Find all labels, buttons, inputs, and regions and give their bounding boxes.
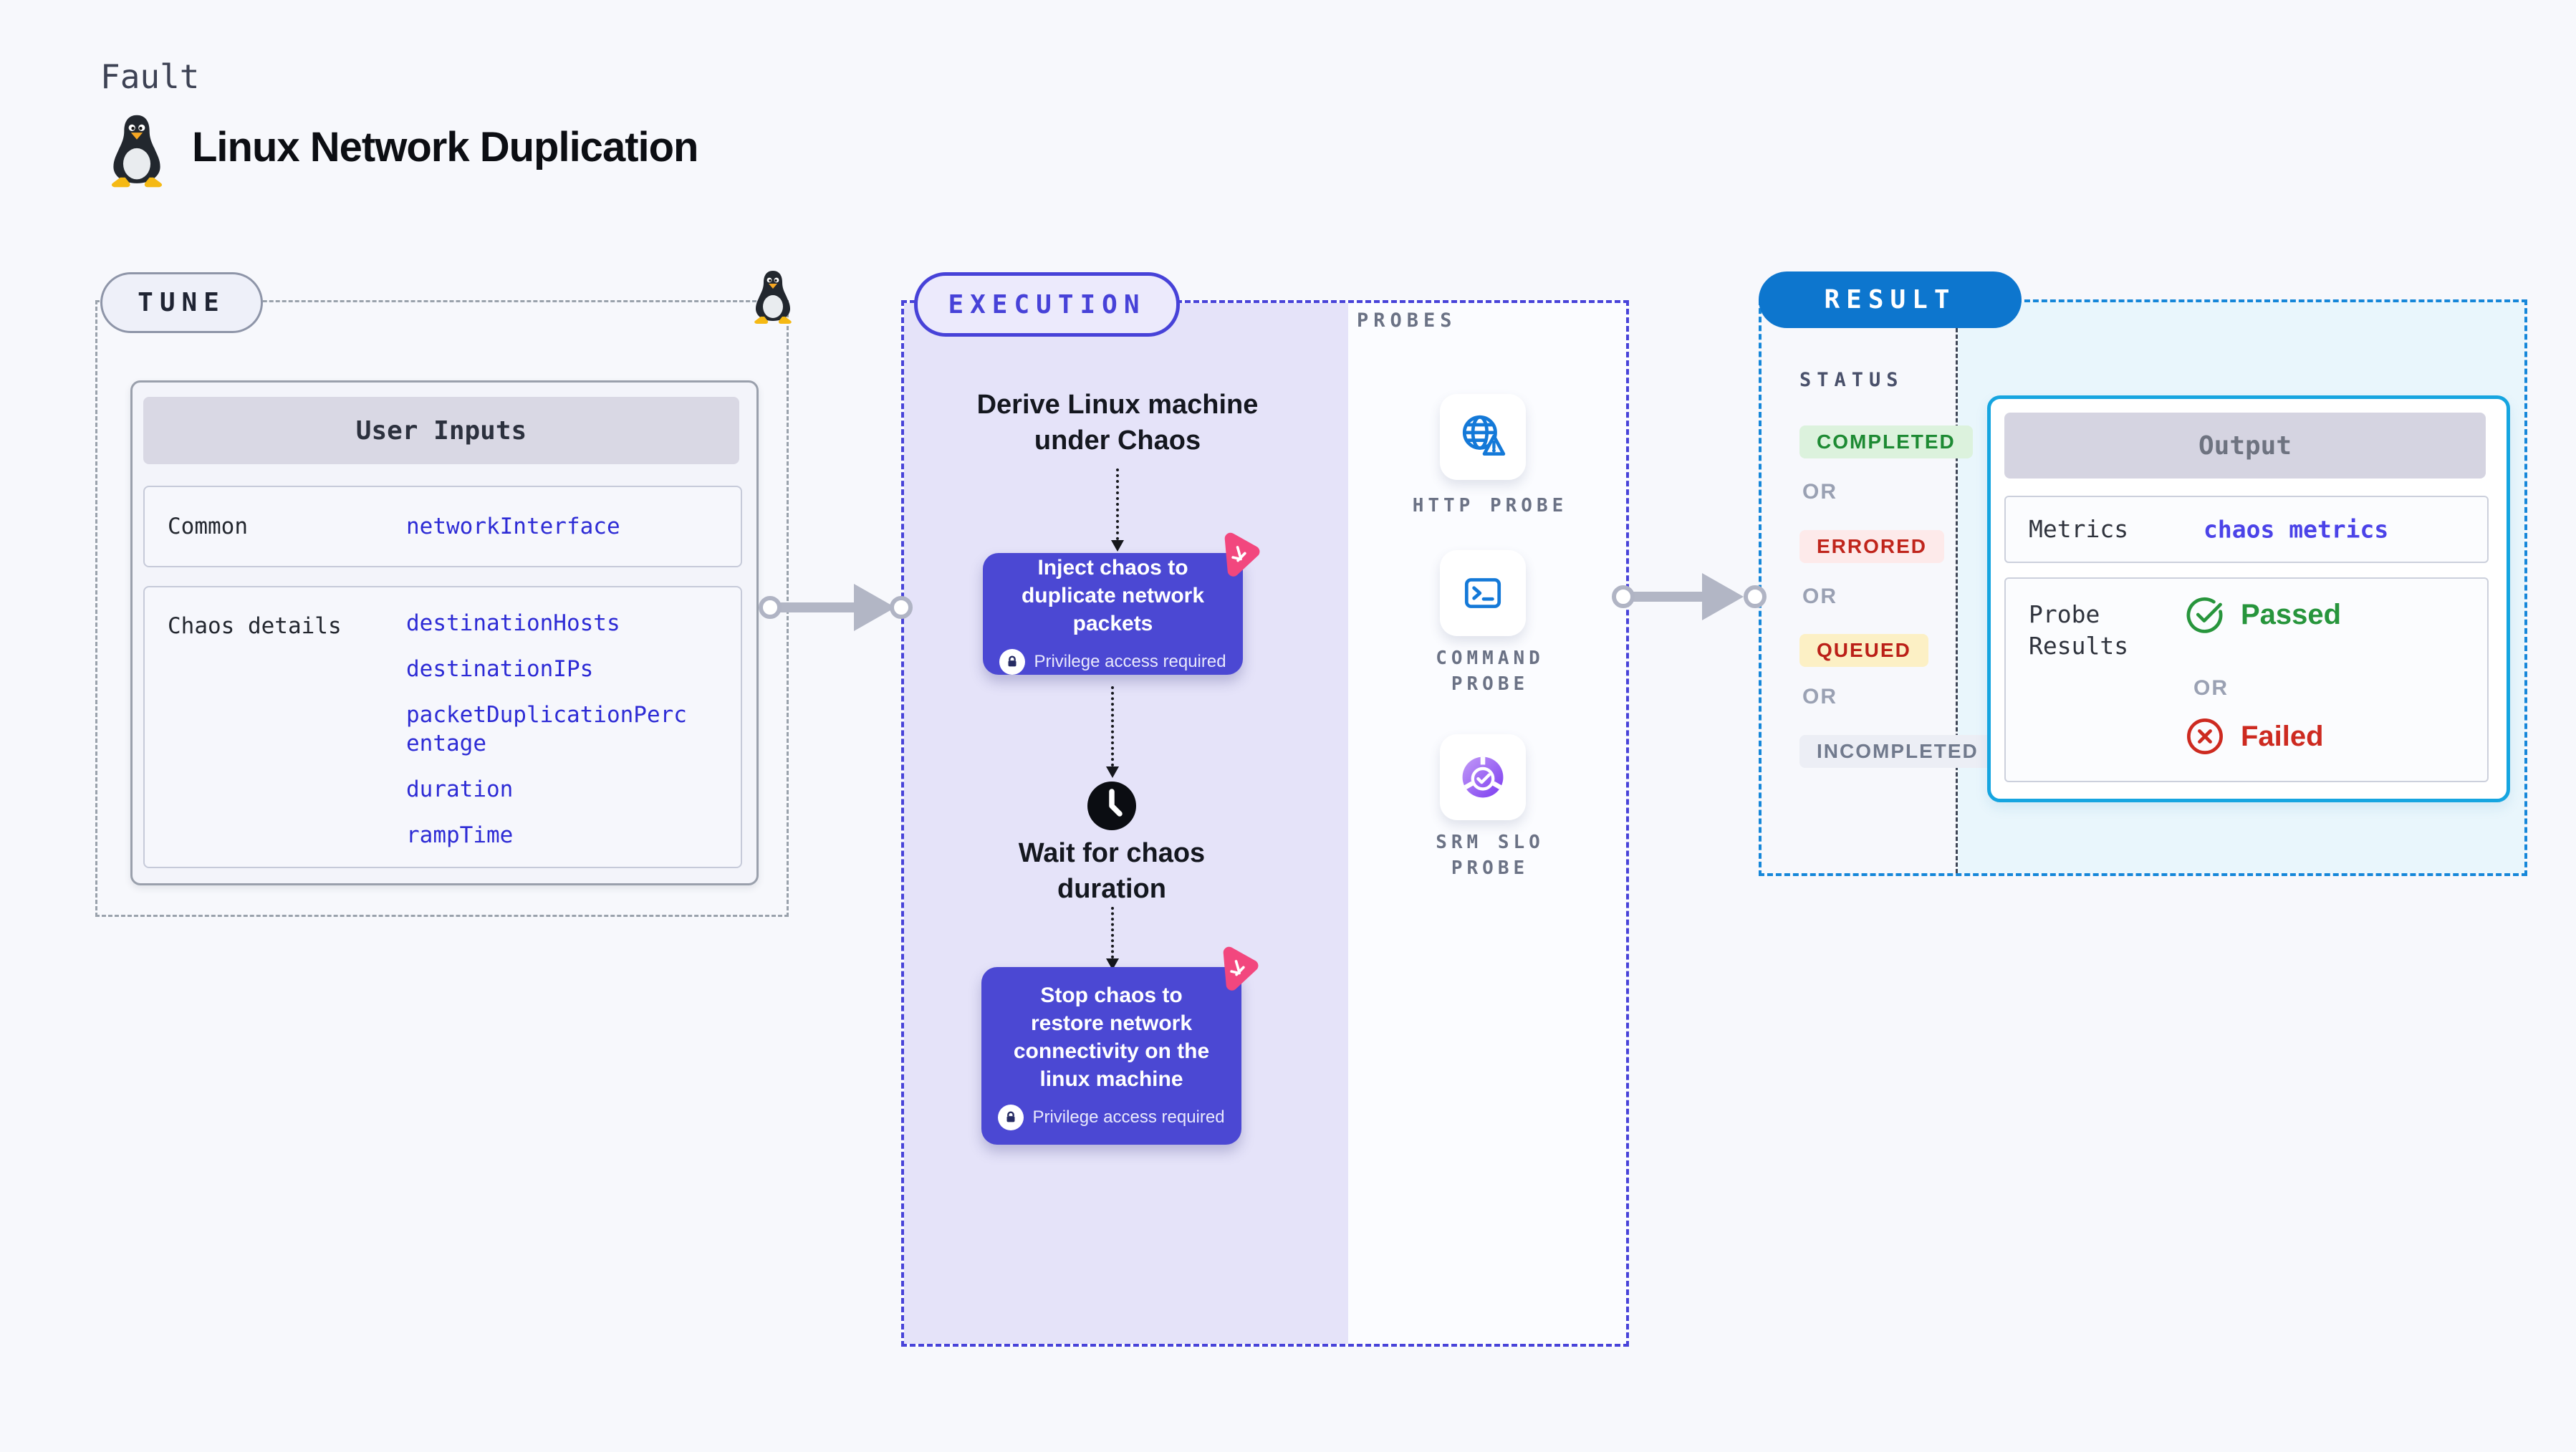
row-values: destinationHosts destinationIPs packetDu… bbox=[406, 609, 700, 850]
privilege-label: Privilege access required bbox=[1032, 1107, 1225, 1127]
or-label: OR bbox=[1802, 685, 1837, 708]
metrics-value: chaos metrics bbox=[2203, 515, 2389, 544]
row-value: networkInterface bbox=[406, 514, 620, 539]
flow-arrow-down bbox=[1106, 686, 1119, 778]
or-label: OR bbox=[1802, 585, 1837, 608]
page-title: Linux Network Duplication bbox=[192, 124, 698, 170]
connector-arrowhead bbox=[854, 584, 895, 631]
row-value: rampTime bbox=[406, 822, 514, 848]
result-pill-label: RESULT bbox=[1824, 285, 1956, 314]
fault-kicker: Fault bbox=[100, 57, 200, 96]
srm-slo-probe-card bbox=[1440, 734, 1526, 820]
status-badge-incompleted: INCOMPLETED bbox=[1799, 735, 1996, 768]
status-badge-completed: COMPLETED bbox=[1799, 425, 1973, 458]
lock-icon bbox=[999, 648, 1026, 675]
stop-chaos-node: Stop chaos to restore network connectivi… bbox=[981, 967, 1241, 1145]
inject-chaos-node: Inject chaos to duplicate network packet… bbox=[983, 553, 1243, 675]
failed-label: Failed bbox=[2241, 720, 2324, 752]
row-label: Chaos details bbox=[168, 613, 342, 639]
probe-results-row: Probe Results Passed OR Failed bbox=[2004, 577, 2489, 782]
result-divider bbox=[1956, 302, 1958, 873]
row-label: Common bbox=[168, 514, 248, 539]
step-wait-label: Wait for chaos duration bbox=[1018, 838, 1206, 904]
probes-label: PROBES bbox=[1357, 309, 1457, 332]
failed-result: Failed bbox=[2185, 716, 2324, 756]
command-probe-label: COMMAND PROBE bbox=[1436, 648, 1544, 695]
tux-icon bbox=[111, 115, 163, 188]
table-row-common: Common networkInterface bbox=[143, 486, 742, 567]
row-value: destinationHosts bbox=[406, 610, 620, 636]
status-badge-errored: ERRORED bbox=[1799, 530, 1945, 563]
terminal-icon bbox=[1464, 578, 1501, 608]
metrics-label: Metrics bbox=[2029, 515, 2129, 543]
privilege-row: Privilege access required bbox=[999, 648, 1226, 675]
probe-results-label: Probe Results bbox=[2029, 600, 2129, 660]
tux-icon-small bbox=[754, 271, 792, 324]
flow-arrow-down bbox=[1106, 907, 1119, 970]
wait-clock-icon bbox=[1087, 782, 1136, 830]
connector-line bbox=[777, 602, 862, 612]
http-probe-card bbox=[1440, 394, 1526, 480]
lock-icon bbox=[998, 1105, 1024, 1130]
connector-dot bbox=[1744, 585, 1767, 608]
x-circle-icon bbox=[2187, 718, 2223, 754]
connector-arrowhead bbox=[1702, 573, 1744, 620]
user-inputs-header: User Inputs bbox=[143, 397, 739, 464]
table-row-chaos-details: Chaos details destinationHosts destinati… bbox=[143, 586, 742, 868]
chaos-badge-icon bbox=[1223, 946, 1259, 991]
connector-dot bbox=[890, 596, 913, 619]
metrics-row: Metrics chaos metrics bbox=[2004, 496, 2489, 563]
inject-chaos-label: Inject chaos to duplicate network packet… bbox=[1021, 555, 1205, 635]
connector-line bbox=[1630, 592, 1711, 602]
or-label: OR bbox=[1802, 480, 1837, 504]
row-value: destinationIPs bbox=[406, 656, 594, 682]
execution-pill-label: EXECUTION bbox=[948, 289, 1146, 319]
privilege-label: Privilege access required bbox=[1034, 651, 1226, 671]
passed-label: Passed bbox=[2241, 598, 2342, 630]
globe-alert-icon bbox=[1462, 415, 1506, 456]
command-probe-card bbox=[1440, 550, 1526, 636]
flow-arrow-down bbox=[1111, 468, 1124, 552]
tune-pill: TUNE bbox=[100, 272, 263, 333]
connector-dot bbox=[1612, 585, 1635, 608]
http-probe-label: HTTP PROBE bbox=[1412, 495, 1568, 516]
step-derive-label: Derive Linux machine under Chaos bbox=[976, 390, 1259, 456]
srm-slo-probe-label: SRM SLO PROBE bbox=[1436, 832, 1544, 879]
result-pill: RESULT bbox=[1759, 271, 2022, 328]
check-circle-icon bbox=[2186, 597, 2223, 633]
output-header: Output bbox=[2004, 413, 2486, 479]
tune-pill-label: TUNE bbox=[138, 288, 226, 317]
privilege-row: Privilege access required bbox=[998, 1105, 1225, 1130]
slo-gauge-icon bbox=[1462, 756, 1504, 798]
row-value: duration bbox=[406, 777, 514, 802]
stop-chaos-label: Stop chaos to restore network connectivi… bbox=[1013, 984, 1210, 1091]
passed-result: Passed bbox=[2185, 595, 2341, 635]
row-value: packetDuplicationPercentage bbox=[406, 702, 687, 756]
or-label: OR bbox=[2193, 676, 2229, 700]
connector-dot bbox=[759, 596, 782, 619]
status-label: STATUS bbox=[1799, 369, 1904, 391]
chaos-badge-icon bbox=[1224, 532, 1260, 577]
execution-pill: EXECUTION bbox=[914, 272, 1180, 337]
status-badge-queued: QUEUED bbox=[1799, 634, 1928, 667]
